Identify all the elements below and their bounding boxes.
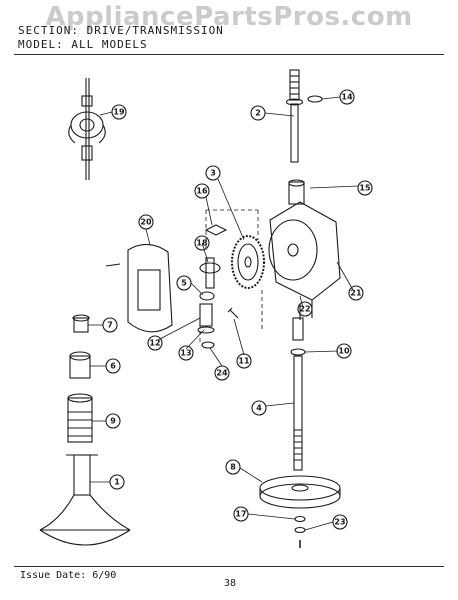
parts-5-12-13 <box>197 291 215 334</box>
callout-20: 20 <box>140 218 152 227</box>
callout-10: 10 <box>338 347 350 356</box>
callout-15: 15 <box>359 184 371 193</box>
section-title: SECTION: DRIVE/TRANSMISSION <box>18 24 224 37</box>
part-20-cover <box>105 243 173 333</box>
callout-7: 7 <box>107 321 113 330</box>
part-3-gear <box>231 235 265 289</box>
callout-14: 14 <box>341 93 353 102</box>
part-11-screw <box>227 307 239 319</box>
callout-1: 1 <box>114 478 120 487</box>
callout-8: 8 <box>230 463 236 472</box>
part-23-nut <box>294 526 306 534</box>
callout-circles <box>102 89 373 530</box>
callout-2: 2 <box>255 109 261 118</box>
callout-11: 11 <box>238 357 250 366</box>
callout-5: 5 <box>181 279 187 288</box>
callout-17: 17 <box>235 510 246 519</box>
part-1-base <box>39 454 131 546</box>
part-17-washer <box>294 515 306 523</box>
callout-4: 4 <box>256 404 262 413</box>
part-18-pinion <box>199 257 221 289</box>
part-9-sleeve <box>67 393 93 443</box>
part-16-clip <box>204 224 228 236</box>
footer-rule <box>14 566 444 567</box>
callout-3: 3 <box>210 169 216 178</box>
callout-16: 16 <box>196 187 208 196</box>
callout-22: 22 <box>299 305 310 314</box>
part-2-shaft <box>285 69 304 163</box>
part-14-ring <box>307 95 323 103</box>
issue-date: Issue Date: 6/90 <box>20 570 117 581</box>
page-number: 38 <box>224 578 237 589</box>
transmission-housing <box>268 179 341 341</box>
header-rule <box>14 54 444 55</box>
part-10-collar <box>290 348 306 356</box>
part-7-bushing <box>72 314 90 333</box>
callout-18: 18 <box>196 239 208 248</box>
part-8-pulley <box>259 475 341 509</box>
part-6-bearing <box>69 351 91 379</box>
watermark: AppliancePartsPros.com <box>45 2 413 32</box>
callout-13: 13 <box>180 349 191 358</box>
callout-23: 23 <box>334 518 345 527</box>
callout-19: 19 <box>113 108 125 117</box>
callout-21: 21 <box>350 289 362 298</box>
part-4-shaft <box>293 355 303 471</box>
callout-9: 9 <box>110 417 116 426</box>
part-19-assembly <box>68 78 106 180</box>
callout-6: 6 <box>110 362 116 371</box>
callout-24: 24 <box>216 369 228 378</box>
model-line: MODEL: ALL MODELS <box>18 38 148 51</box>
part-24-washer <box>201 341 215 349</box>
callout-12: 12 <box>149 339 160 348</box>
